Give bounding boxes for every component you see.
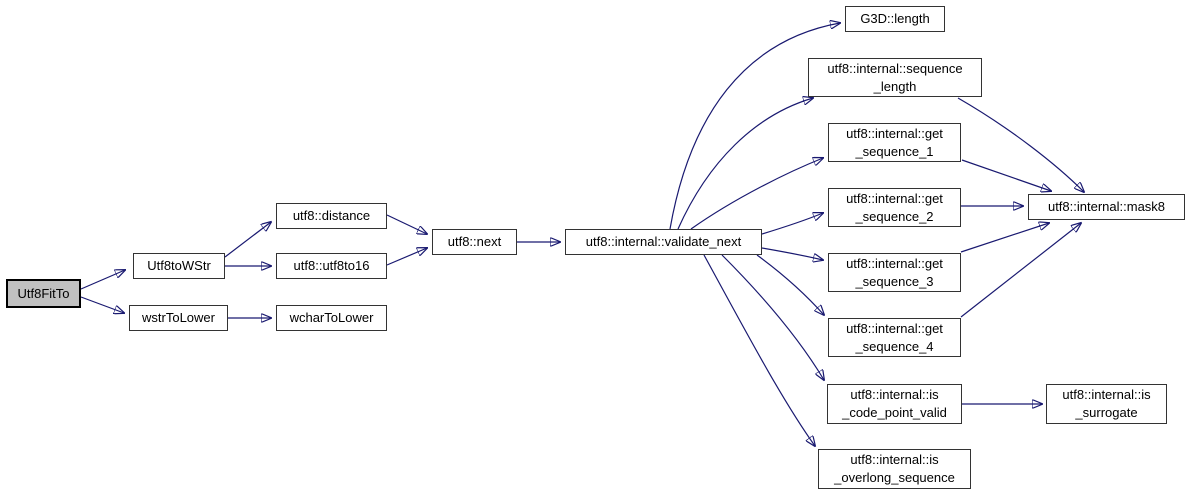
edge-utf8fitto-wstrtolower (80, 296, 124, 313)
node-utf8-next[interactable]: utf8::next (432, 229, 517, 255)
edge-distance-next (386, 214, 427, 234)
node-get-sequence-4[interactable]: utf8::internal::get _sequence_4 (828, 318, 961, 357)
node-utf8-utf8to16[interactable]: utf8::utf8to16 (276, 253, 387, 279)
edge-validate-getsequence3 (761, 247, 823, 260)
node-utf8towstr[interactable]: Utf8toWStr (133, 253, 225, 279)
edge-validate-getsequence1 (690, 158, 823, 230)
edge-getsequence4-mask8 (960, 223, 1081, 318)
edge-sequencelength-mask8 (957, 97, 1084, 192)
edge-validate-iscodepointvalid (721, 254, 824, 380)
edge-utf8fitto-utf8towstr (80, 270, 125, 290)
node-is-overlong-sequence[interactable]: utf8::internal::is _overlong_sequence (818, 449, 971, 489)
edge-validate-g3dlength (669, 23, 840, 230)
edge-getsequence3-mask8 (960, 223, 1049, 253)
node-sequence-length[interactable]: utf8::internal::sequence _length (808, 58, 982, 97)
node-utf8-distance[interactable]: utf8::distance (276, 203, 387, 229)
node-is-code-point-valid[interactable]: utf8::internal::is _code_point_valid (827, 384, 962, 424)
node-wstrtolower[interactable]: wstrToLower (129, 305, 228, 331)
edge-utf8to16-next (386, 248, 427, 266)
edge-validate-sequencelength (677, 98, 813, 230)
edge-utf8towstr-distance (224, 222, 271, 258)
node-get-sequence-2[interactable]: utf8::internal::get _sequence_2 (828, 188, 961, 227)
edge-validate-getsequence2 (761, 213, 823, 235)
node-wchartolower[interactable]: wcharToLower (276, 305, 387, 331)
node-validate-next[interactable]: utf8::internal::validate_next (565, 229, 762, 255)
node-get-sequence-3[interactable]: utf8::internal::get _sequence_3 (828, 253, 961, 292)
edge-validate-getsequence4 (756, 254, 824, 315)
node-mask8[interactable]: utf8::internal::mask8 (1028, 194, 1185, 220)
node-g3d-length[interactable]: G3D::length (845, 6, 945, 32)
edge-getsequence1-mask8 (961, 159, 1051, 191)
node-get-sequence-1[interactable]: utf8::internal::get _sequence_1 (828, 123, 961, 162)
node-is-surrogate[interactable]: utf8::internal::is _surrogate (1046, 384, 1167, 424)
edge-validate-isoverlong (703, 254, 815, 446)
node-utf8fitto: Utf8FitTo (6, 279, 81, 308)
